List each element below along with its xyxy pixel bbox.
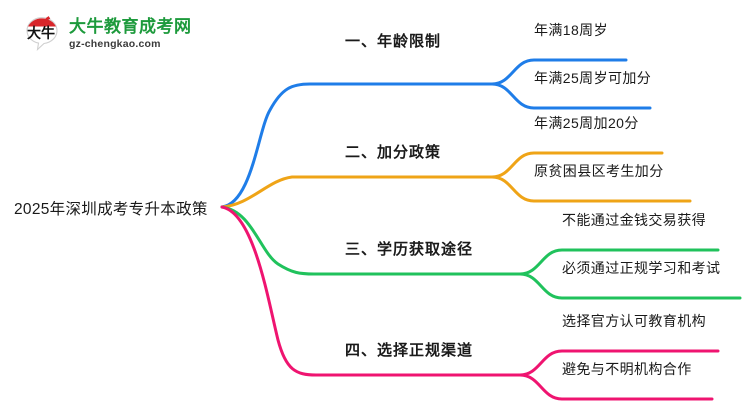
leaf-node-1-2[interactable]: 年满25周岁可加分	[534, 70, 652, 86]
daniu-speech-bubble-logo-icon: 大牛	[22, 14, 62, 54]
logo-domain: gz-chengkao.com	[69, 38, 161, 51]
svg-text:大牛: 大牛	[27, 25, 55, 41]
branch-node-2[interactable]: 二、加分政策	[345, 144, 442, 161]
logo-wordmark: 大牛教育成考网 gz-chengkao.com	[69, 18, 192, 50]
branch-node-3[interactable]: 三、学历获取途径	[345, 241, 474, 258]
root-node[interactable]: 2025年深圳成考专升本政策	[14, 201, 208, 218]
branch-connector-4	[220, 205, 720, 401]
site-logo: 大牛 大牛教育成考网 gz-chengkao.com	[22, 10, 212, 58]
branch-connector-3	[220, 205, 742, 300]
leaf-node-4-1[interactable]: 选择官方认可教育机构	[562, 313, 706, 329]
branch-connector-1	[220, 58, 652, 209]
leaf-node-3-1[interactable]: 不能通过金钱交易获得	[562, 212, 706, 228]
branch-node-1[interactable]: 一、年龄限制	[345, 33, 442, 50]
logo-title: 大牛教育成考网	[69, 17, 192, 37]
branch-node-4[interactable]: 四、选择正规渠道	[345, 342, 474, 359]
leaf-node-1-1[interactable]: 年满18周岁	[534, 22, 608, 38]
leaf-node-4-2[interactable]: 避免与不明机构合作	[562, 361, 692, 377]
branch-connector-2	[220, 151, 692, 209]
leaf-node-2-2[interactable]: 原贫困县区考生加分	[534, 163, 664, 179]
leaf-node-3-2[interactable]: 必须通过正规学习和考试	[562, 260, 721, 276]
leaf-node-2-1[interactable]: 年满25周加20分	[534, 115, 639, 131]
